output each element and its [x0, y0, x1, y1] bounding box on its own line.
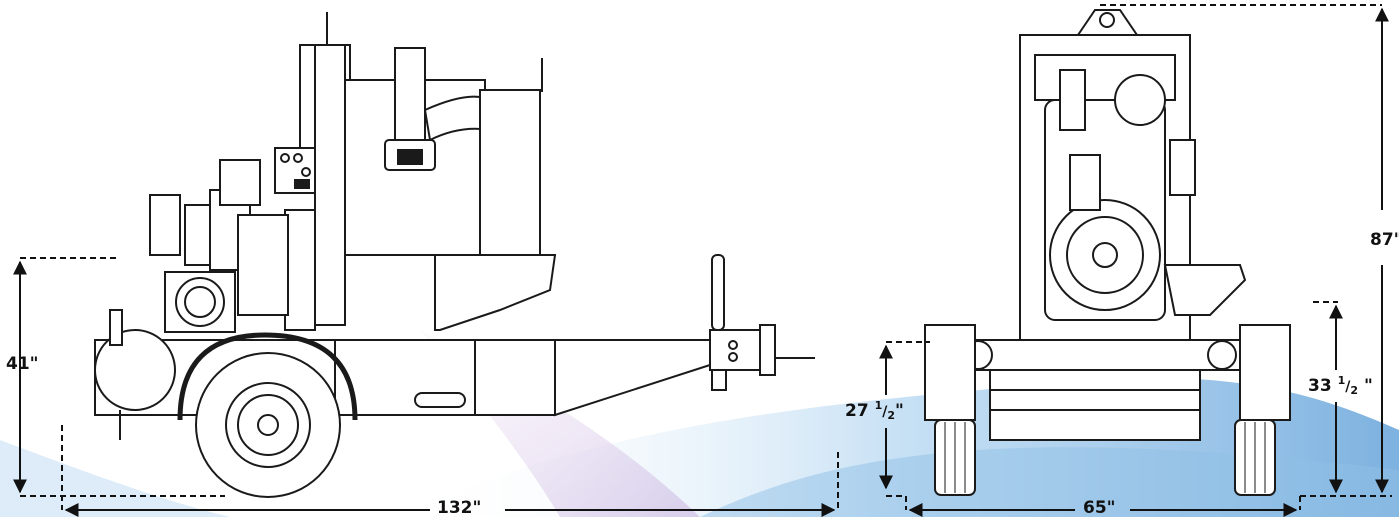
air-tank	[94, 329, 176, 411]
right-height-whole: 33	[1308, 376, 1332, 396]
side-height-label: 41"	[6, 354, 39, 374]
front-right-height-label: 33 1/2 "	[1308, 374, 1373, 397]
front-dimensions	[879, 4, 1392, 517]
front-total-height-label: 87"	[1370, 230, 1399, 250]
right-height-numerator: 1	[1337, 374, 1346, 387]
side-dimensions	[13, 257, 839, 517]
left-height-numerator: 1	[874, 399, 883, 412]
right-height-unit: "	[1363, 376, 1373, 396]
tow-tongue	[554, 339, 711, 417]
axle	[964, 339, 1246, 371]
front-width-label: 65"	[1083, 498, 1116, 518]
side-length-label: 132"	[437, 498, 482, 518]
front-left-height-label: 27 1/2"	[845, 399, 904, 422]
priming-pump	[219, 159, 261, 206]
left-height-denominator: 2	[887, 409, 896, 422]
side-view-pump	[94, 12, 815, 498]
left-height-unit: "	[895, 401, 904, 421]
right-height-denominator: 2	[1350, 384, 1359, 397]
front-view-pump	[924, 9, 1291, 496]
left-height-whole: 27	[845, 401, 869, 421]
fuel-tank	[479, 89, 541, 261]
